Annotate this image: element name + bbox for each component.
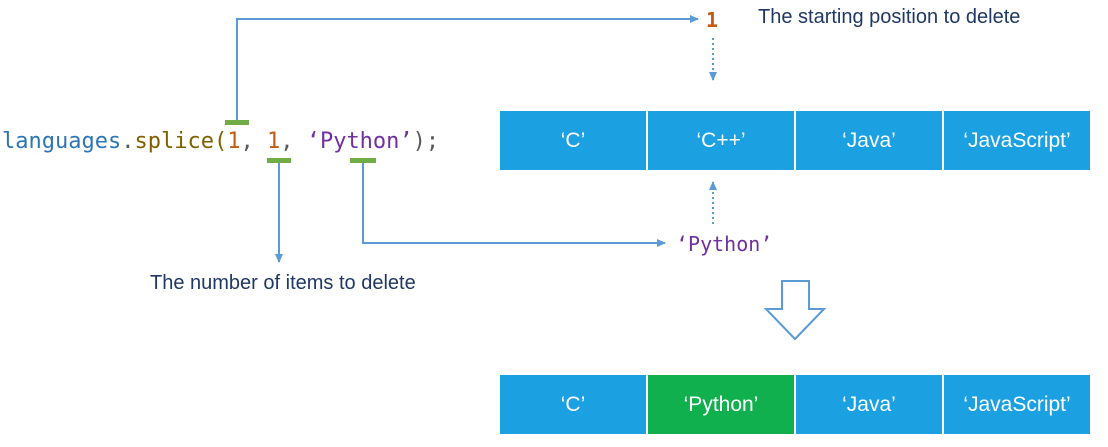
code-separator-2: , — [280, 129, 307, 154]
after-cell: ‘Java’ — [796, 375, 944, 434]
after-cell: ‘JavaScript’ — [944, 375, 1090, 434]
code-object: languages — [2, 129, 122, 154]
after-cell: ‘C’ — [500, 375, 648, 434]
delete-count-label: The number of items to delete — [150, 272, 416, 294]
start-connector-line — [236, 15, 699, 121]
code-dot: . — [121, 129, 135, 154]
array-before: ‘C’ ‘C++’ ‘Java’ ‘JavaScript’ — [500, 111, 1090, 170]
before-cell: ‘JavaScript’ — [944, 111, 1090, 170]
insert-value: ‘Python’ — [676, 232, 773, 256]
before-cell: ‘C++’ — [648, 111, 796, 170]
start-arg-marker — [225, 120, 249, 125]
start-position-label: The starting position to delete — [758, 6, 1021, 28]
hollow-down-arrow-icon — [763, 280, 827, 341]
code-insert-arg: ‘Python’ — [306, 129, 413, 154]
code-method: splice — [134, 129, 214, 154]
code-close: ); — [412, 129, 440, 154]
array-after: ‘C’ ‘Python’ ‘Java’ ‘JavaScript’ — [500, 375, 1090, 434]
code-open-paren: ( — [213, 129, 228, 154]
splice-code-line: languages.splice(1, 1, ‘Python’); — [2, 128, 439, 156]
count-arg-marker — [267, 158, 291, 163]
insert-connector-line — [362, 163, 666, 247]
before-cell: ‘C’ — [500, 111, 648, 170]
code-separator-1: , — [240, 129, 267, 154]
insert-arg-marker — [350, 158, 376, 163]
inserted-cell: ‘Python’ — [648, 375, 796, 434]
code-count-arg: 1 — [266, 129, 281, 154]
start-value: 1 — [706, 8, 719, 32]
before-cell: ‘Java’ — [796, 111, 944, 170]
code-start-arg: 1 — [227, 129, 241, 154]
